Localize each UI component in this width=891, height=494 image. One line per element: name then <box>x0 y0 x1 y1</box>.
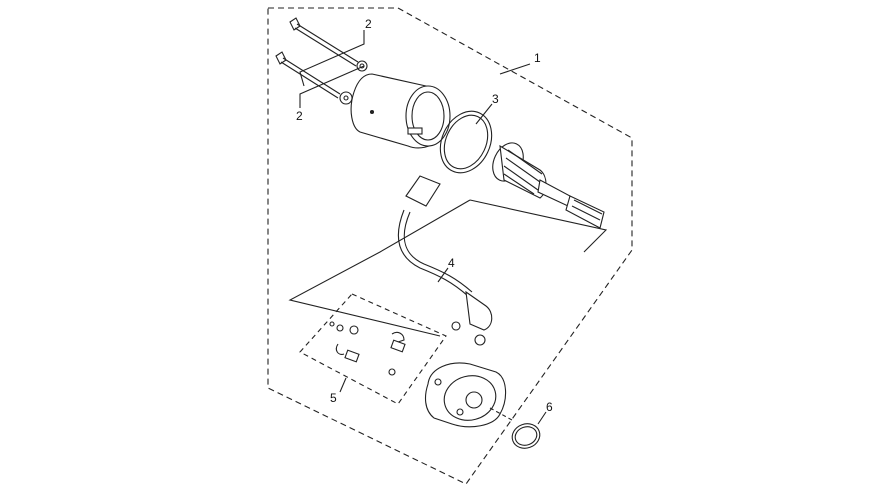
assembly-reference-outline <box>288 199 608 337</box>
end-cover <box>424 362 513 428</box>
armature <box>492 142 605 229</box>
long-bolt-upper <box>289 17 368 72</box>
o-ring-small <box>511 423 541 449</box>
callout-2-upper: 2 <box>365 17 372 31</box>
o-ring-large <box>439 110 493 174</box>
brush-kit-parts <box>329 321 461 376</box>
callout-3: 3 <box>492 92 499 106</box>
assembly-boundary-dashed <box>267 7 633 485</box>
callout-2-lower: 2 <box>296 109 303 123</box>
callout-6: 6 <box>546 400 553 414</box>
callout-4: 4 <box>448 256 455 270</box>
callout-1: 1 <box>534 51 541 65</box>
long-bolt-lower <box>275 51 353 105</box>
brush-kit-boundary-dashed <box>299 293 447 405</box>
motor-yoke-housing <box>350 73 451 149</box>
wire-lead <box>397 175 493 346</box>
leader-lines <box>299 30 547 425</box>
callout-5: 5 <box>330 391 337 405</box>
